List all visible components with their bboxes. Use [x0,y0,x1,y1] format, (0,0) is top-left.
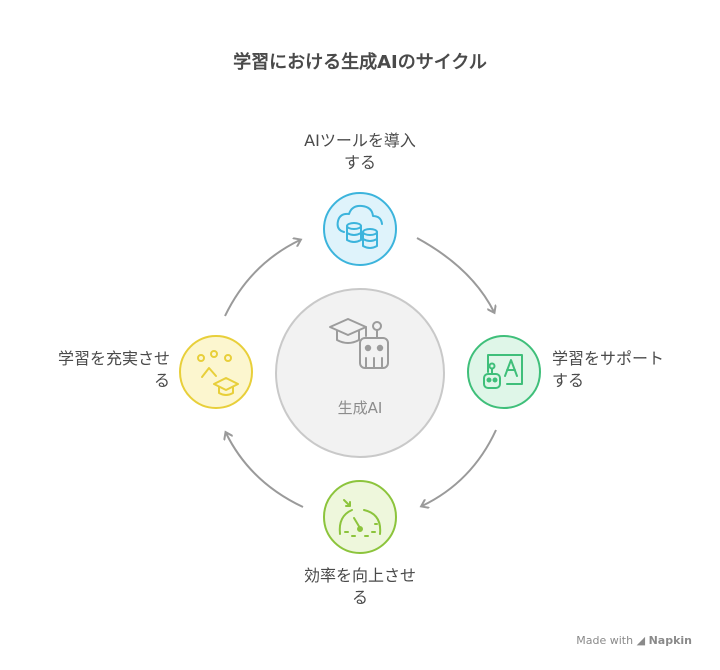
arrow-right-to-bottom [422,429,497,506]
center-label: 生成AI [337,399,383,417]
arrow-top-to-right [416,237,494,312]
node-left-label-line2: る [153,371,170,390]
node-top [323,192,397,266]
node-left-label: 学習を充実させ る [10,348,170,392]
center-circle [275,288,445,458]
footer-brand: Napkin [648,634,692,647]
arrow-bottom-to-left [226,433,304,508]
speedometer-icon [338,499,382,537]
node-right-label: 学習をサポート する [552,348,712,392]
node-top-label: AIツールを導入 する [270,130,450,174]
napkin-logo-icon: ◢ [636,634,646,647]
cap-robot-icon [329,318,389,369]
node-left [179,335,253,409]
node-left-label-line1: 学習を充実させ [57,349,170,368]
node-bottom [323,480,397,554]
robot-presentation-icon [483,354,523,389]
graduation-cap-icon [197,350,239,396]
node-bottom-label: 効率を向上させ る [270,565,450,609]
node-right [467,335,541,409]
node-bottom-label-line1: 効率を向上させ [303,566,416,585]
footer-credit[interactable]: Made with ◢ Napkin [576,634,692,647]
footer-made-with: Made with [576,634,634,647]
node-top-label-line1: AIツールを導入 [304,131,416,150]
cloud-database-icon [336,204,383,249]
node-right-label-line1: 学習をサポート [552,349,665,368]
node-right-label-line2: する [552,371,585,390]
diagram-title: 学習における生成AIのサイクル [233,52,487,73]
node-bottom-label-line2: る [351,588,368,607]
arrow-left-to-top [224,240,300,317]
node-top-label-line2: する [343,153,376,172]
